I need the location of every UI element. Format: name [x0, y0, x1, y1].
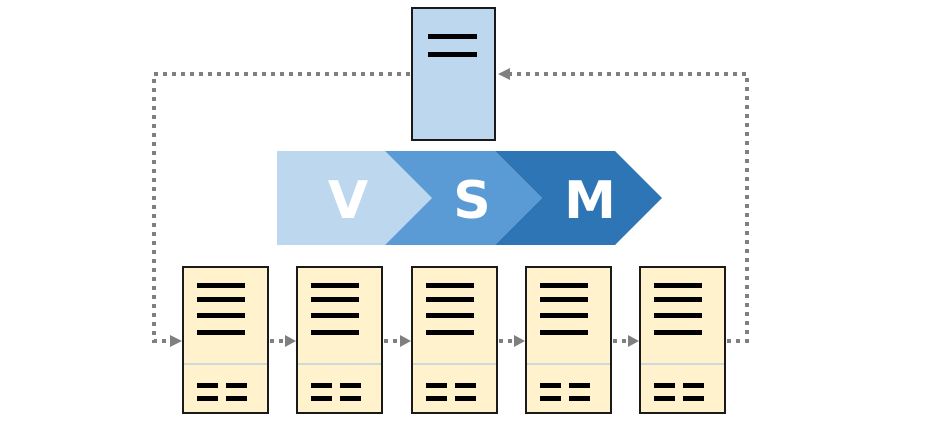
arrow-head-icon: [498, 68, 510, 80]
data-field-icon: [654, 383, 675, 388]
process-box-rect: [182, 266, 269, 414]
text-line-icon: [311, 283, 359, 288]
text-line-icon: [426, 313, 474, 318]
data-field-icon: [540, 383, 561, 388]
chevron-mapping: [495, 151, 662, 245]
data-field-icon: [683, 383, 704, 388]
arrow-head-icon: [400, 335, 411, 347]
arrow-head-icon: [170, 335, 182, 347]
data-field-icon: [426, 383, 447, 388]
control-box: [411, 7, 496, 141]
text-line-icon: [197, 297, 245, 302]
data-field-icon: [340, 383, 361, 388]
data-field-icon: [540, 396, 561, 401]
data-field-icon: [197, 383, 218, 388]
chevron-stream: [385, 151, 542, 245]
text-line-icon: [540, 283, 588, 288]
text-line-icon: [654, 313, 702, 318]
letter-s: S: [453, 171, 490, 231]
process-box: [182, 266, 269, 414]
data-field-icon: [569, 383, 590, 388]
text-line-icon: [540, 297, 588, 302]
text-line-icon: [654, 330, 702, 335]
chevron-value: [277, 151, 432, 245]
text-line-icon: [654, 283, 702, 288]
process-box: [525, 266, 612, 414]
text-line-icon: [311, 297, 359, 302]
data-field-icon: [197, 396, 218, 401]
data-field-icon: [311, 383, 332, 388]
letter-m: M: [564, 171, 616, 231]
data-field-icon: [455, 396, 476, 401]
process-box-rect: [411, 266, 498, 414]
data-field-icon: [226, 383, 247, 388]
process-box-rect: [639, 266, 726, 414]
data-field-icon: [569, 396, 590, 401]
data-field-icon: [455, 383, 476, 388]
text-line-icon: [311, 330, 359, 335]
text-line-icon: [540, 313, 588, 318]
data-field-icon: [654, 396, 675, 401]
data-field-icon: [683, 396, 704, 401]
text-line-icon: [197, 330, 245, 335]
information-flow: [152, 68, 749, 347]
arrow-head-icon: [628, 335, 639, 347]
text-line-icon: [197, 313, 245, 318]
text-line-icon: [426, 283, 474, 288]
text-line-icon: [540, 330, 588, 335]
data-field-icon: [426, 396, 447, 401]
info-flow-right-line: [510, 72, 749, 343]
control-box-rect: [411, 7, 496, 141]
process-box-rect: [525, 266, 612, 414]
text-line-icon: [426, 297, 474, 302]
process-boxes: [182, 266, 726, 414]
letter-v: V: [328, 171, 368, 231]
process-box: [296, 266, 383, 414]
text-line-icon: [428, 34, 477, 39]
process-box: [411, 266, 498, 414]
data-field-icon: [340, 396, 361, 401]
text-line-icon: [197, 283, 245, 288]
process-box-rect: [296, 266, 383, 414]
text-line-icon: [426, 330, 474, 335]
vsm-banner: V S M: [277, 151, 662, 245]
text-line-icon: [311, 313, 359, 318]
data-field-icon: [226, 396, 247, 401]
info-flow-left-line: [152, 72, 410, 343]
data-field-icon: [311, 396, 332, 401]
text-line-icon: [428, 52, 477, 57]
arrow-head-icon: [514, 335, 525, 347]
process-box: [639, 266, 726, 414]
text-line-icon: [654, 297, 702, 302]
arrow-head-icon: [285, 335, 296, 347]
